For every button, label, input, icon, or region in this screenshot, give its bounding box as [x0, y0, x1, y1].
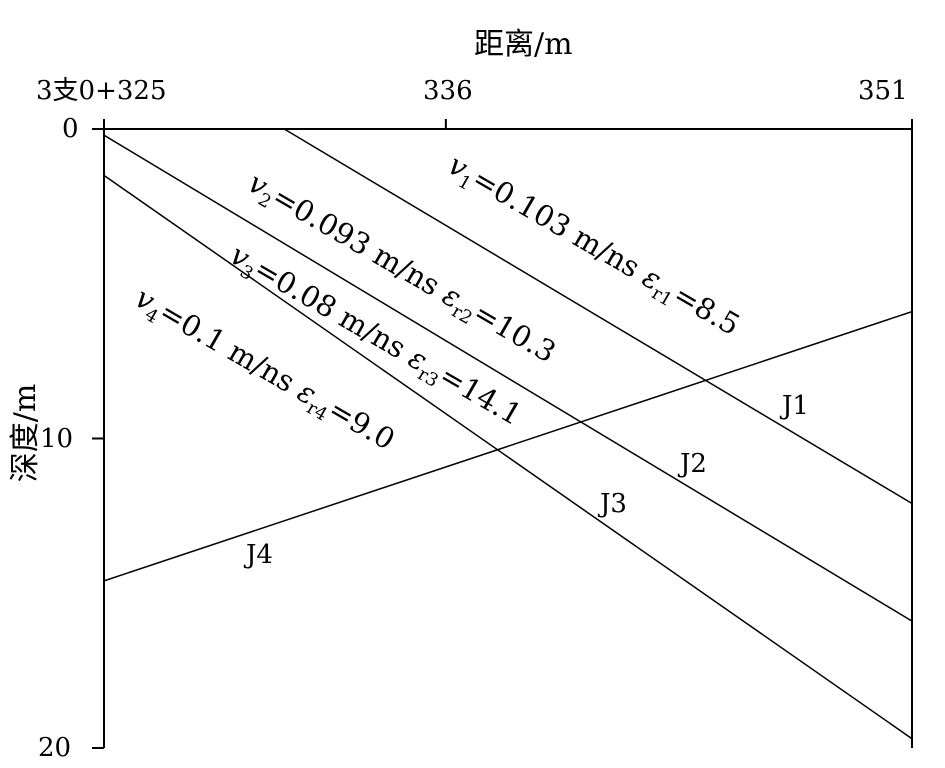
y-tick-label-20: 20: [38, 733, 72, 763]
joint-label-j3: J3: [600, 489, 627, 519]
x-tick-label-end: 351: [858, 76, 908, 106]
joint-line-j2: [103, 134, 913, 622]
x-tick-label-mid: 336: [423, 76, 473, 106]
y-axis-title: 深度/m: [8, 383, 43, 483]
axes-group: [92, 119, 913, 749]
y-tick-label-0: 0: [62, 114, 79, 144]
joint-label-j4: J4: [246, 540, 273, 570]
joint-label-j1: J1: [782, 391, 809, 421]
joint-line-j3: [103, 174, 913, 740]
y-tick-label-10: 10: [40, 424, 74, 454]
x-axis-title: 距离/m: [474, 27, 573, 62]
joint-line-j4: [103, 310, 913, 582]
joint-lines-group: [103, 128, 913, 740]
joint-label-j2: J2: [680, 449, 707, 479]
x-tick-label-start: 3支0+325: [36, 76, 167, 106]
joint-line-j1: [283, 128, 913, 505]
